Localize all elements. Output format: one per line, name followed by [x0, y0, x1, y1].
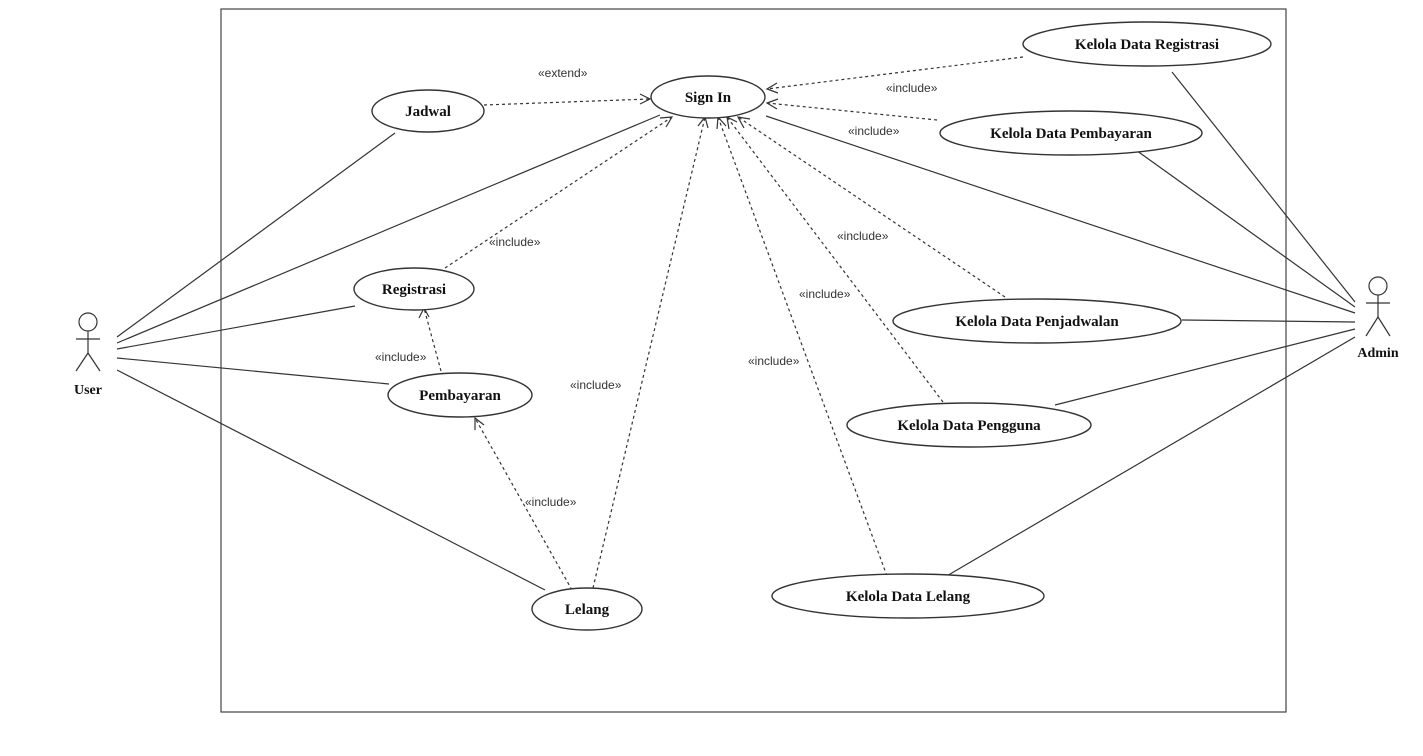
use-case-lelang[interactable]: Lelang — [531, 587, 643, 631]
include-label: «include» — [848, 124, 900, 138]
actor-user[interactable]: User — [74, 312, 102, 398]
assoc-admin-signin — [765, 115, 1356, 314]
actor-label: User — [74, 383, 102, 398]
stick-figure-icon — [75, 312, 101, 372]
stick-figure-icon — [1365, 276, 1391, 337]
use-case-label: Kelola Data Registrasi — [1075, 37, 1219, 53]
arrowhead — [765, 98, 779, 110]
use-case-pembayaran[interactable]: Pembayaran — [387, 372, 533, 418]
use-case-label: Registrasi — [382, 282, 446, 298]
assoc-admin-kelola-pengguna — [1054, 328, 1356, 406]
use-case-label: Lelang — [565, 602, 610, 618]
use-case-kelola-data-lelang[interactable]: Kelola Data Lelang — [771, 573, 1045, 619]
use-case-registrasi[interactable]: Registrasi — [353, 267, 475, 311]
dep-jadwal-signin — [483, 98, 651, 106]
dep-kelola-registrasi-signin — [766, 56, 1024, 90]
associations — [116, 71, 1356, 591]
use-case-label: Pembayaran — [419, 388, 501, 404]
include-label: «include» — [748, 354, 800, 368]
assoc-user-lelang — [116, 369, 546, 591]
use-case-sign-in[interactable]: Sign In — [650, 75, 766, 119]
assoc-user-jadwal — [116, 132, 396, 338]
extend-label: «extend» — [538, 66, 588, 80]
include-label: «include» — [489, 235, 541, 249]
use-case-kelola-data-pengguna[interactable]: Kelola Data Pengguna — [846, 402, 1092, 448]
include-label: «include» — [570, 378, 622, 392]
arrowhead — [474, 416, 485, 430]
assoc-user-signin — [116, 114, 661, 344]
use-case-kelola-data-penjadwalan[interactable]: Kelola Data Penjadwalan — [892, 298, 1182, 344]
include-label: «include» — [837, 229, 889, 243]
include-label: «include» — [799, 287, 851, 301]
include-label: «include» — [375, 350, 427, 364]
arrowhead — [659, 116, 674, 128]
assoc-admin-kelola-pembayaran — [1132, 147, 1356, 308]
arrowhead — [639, 93, 652, 105]
arrowhead — [736, 116, 751, 129]
actor-label: Admin — [1357, 346, 1398, 361]
assoc-admin-kelola-lelang — [944, 336, 1356, 578]
include-label: «include» — [525, 495, 577, 509]
dep-lelang-signin — [592, 116, 706, 589]
arrowhead — [765, 82, 779, 94]
use-case-label: Sign In — [685, 90, 732, 106]
use-case-label: Kelola Data Pembayaran — [990, 126, 1152, 142]
actor-admin[interactable]: Admin — [1357, 276, 1399, 361]
stereotype-labels: «extend» «include» «include» «include» «… — [375, 66, 938, 509]
assoc-admin-kelola-registrasi — [1171, 71, 1356, 303]
use-case-label: Kelola Data Penjadwalan — [955, 314, 1119, 330]
dependencies — [418, 56, 1024, 591]
use-case-jadwal[interactable]: Jadwal — [371, 89, 485, 133]
assoc-user-pembayaran — [116, 357, 390, 385]
dep-pembayaran-registrasi — [423, 307, 442, 372]
use-case-label: Jadwal — [405, 104, 451, 120]
use-case-label: Kelola Data Pengguna — [897, 418, 1041, 434]
use-case-kelola-data-pembayaran[interactable]: Kelola Data Pembayaran — [939, 110, 1203, 156]
assoc-user-registrasi — [116, 305, 356, 350]
dep-lelang-pembayaran — [474, 417, 573, 591]
dep-kelola-pembayaran-signin — [766, 102, 938, 121]
include-label: «include» — [886, 81, 938, 95]
use-case-label: Kelola Data Lelang — [846, 589, 971, 605]
assoc-admin-kelola-penjadwalan — [1181, 319, 1356, 323]
use-case-kelola-data-registrasi[interactable]: Kelola Data Registrasi — [1022, 21, 1272, 67]
